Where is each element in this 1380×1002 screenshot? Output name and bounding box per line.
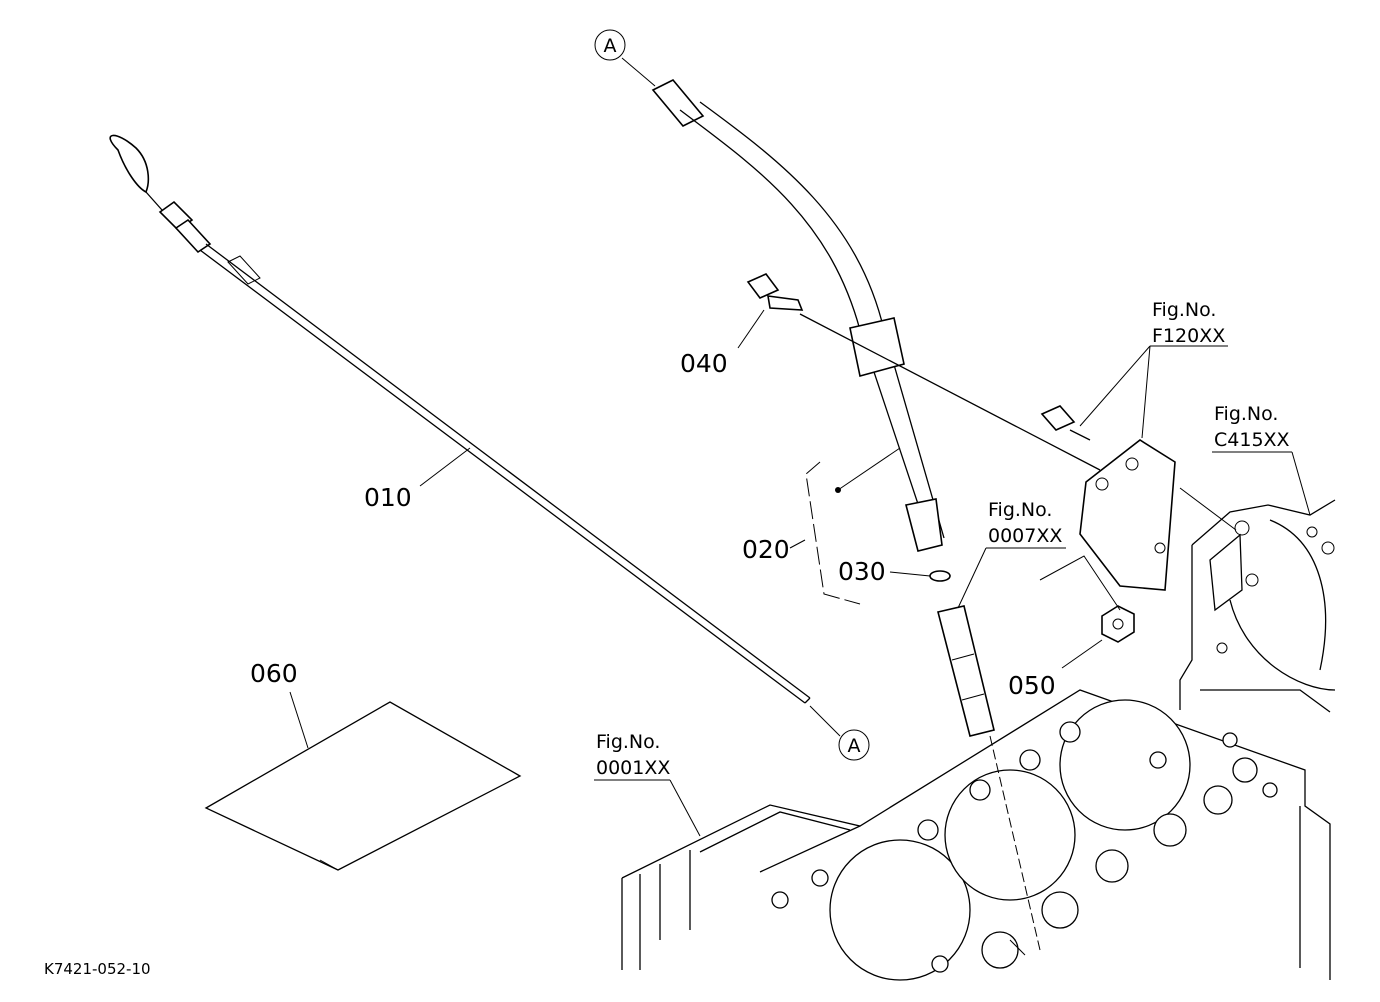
guide-pipe-020[interactable] <box>651 79 945 552</box>
o-ring-030[interactable] <box>929 570 951 582</box>
decal-060[interactable] <box>204 701 522 871</box>
nut-050[interactable] <box>1101 605 1135 643</box>
callout-060: 060 <box>250 659 298 688</box>
fig-ref-0007-line2: 0007XX <box>988 525 1062 547</box>
cylinder-block <box>621 689 1331 981</box>
fig-ref-0001-line1: Fig.No. <box>596 731 660 753</box>
fig-ref-c415-line1: Fig.No. <box>1214 403 1278 425</box>
callout-050: 050 <box>1008 671 1056 700</box>
gear-case-housing <box>1179 499 1336 713</box>
drawing-code: K7421-052-10 <box>44 960 151 978</box>
fig-ref-c415-line2: C415XX <box>1214 429 1290 451</box>
fig-ref-0007-line1: Fig.No. <box>988 499 1052 521</box>
callout-labels: A A 010 020 030 040 050 060 Fig.No. F120… <box>44 35 1290 978</box>
fig-ref-0001-line2: 0001XX <box>596 757 670 779</box>
fig-ref-f120-line1: Fig.No. <box>1152 299 1216 321</box>
connector-label-top: A <box>604 35 617 57</box>
pipe-sleeve <box>937 605 995 737</box>
callout-040: 040 <box>680 349 728 378</box>
fig-ref-f120-line2: F120XX <box>1152 325 1225 347</box>
dipstick-010[interactable] <box>109 134 811 704</box>
callout-020: 020 <box>742 535 790 564</box>
callout-030: 030 <box>838 557 886 586</box>
callout-010: 010 <box>364 483 412 512</box>
leader-lines <box>289 29 1311 951</box>
bracket <box>1040 405 1176 591</box>
bolt-040[interactable] <box>746 273 1101 471</box>
connector-label-bottom: A <box>848 735 861 757</box>
